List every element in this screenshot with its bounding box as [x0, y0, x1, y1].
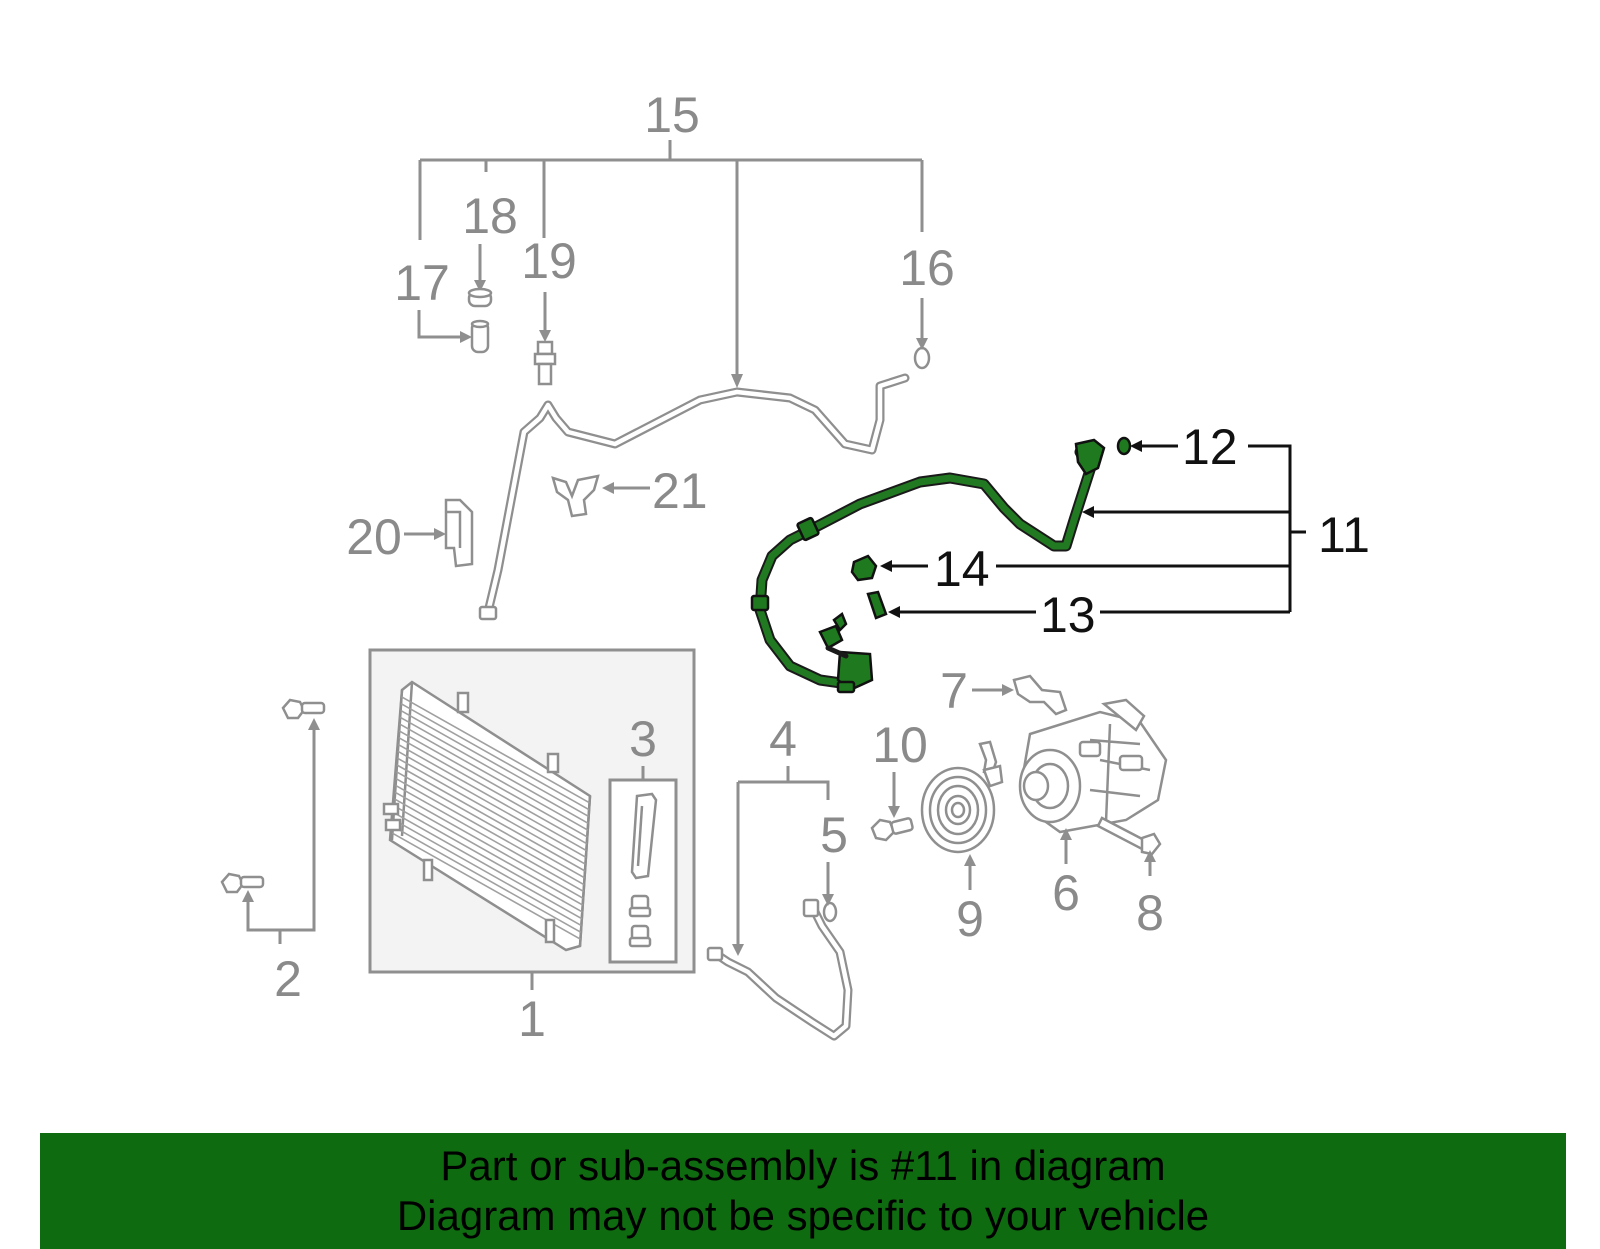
callout-15-bracket: [418, 140, 924, 388]
callout-14: 14: [934, 541, 990, 597]
liquid-line-15: [478, 373, 910, 621]
callout-19: 19: [521, 233, 577, 289]
pressure-switch-19: [533, 340, 557, 386]
o-ring-16: [913, 346, 931, 370]
clutch-9: [920, 740, 1004, 854]
bolt-8: [1096, 816, 1162, 856]
callout-11: 11: [1318, 507, 1370, 563]
callout-7: 7: [940, 663, 968, 719]
compressor-6: [1018, 698, 1168, 834]
callout-3: 3: [629, 711, 657, 767]
callout-9: 9: [956, 891, 984, 947]
parts-diagram: 15 18 17 19 16 21 20: [220, 87, 1370, 1047]
valve-core-13: [866, 590, 888, 620]
o-ring-5: [822, 901, 838, 923]
banner-line-2: Diagram may not be specific to your vehi…: [396, 1192, 1210, 1239]
leader-4: [736, 766, 830, 946]
bolt-2-lower: [220, 872, 265, 894]
leader-17: [417, 310, 462, 339]
callout-5: 5: [820, 807, 848, 863]
bracket-7: [1012, 674, 1068, 716]
callout-6: 6: [1052, 865, 1080, 921]
callout-18: 18: [462, 188, 518, 244]
cap-18: [467, 287, 493, 308]
callout-15: 15: [644, 87, 700, 143]
callout-8: 8: [1136, 885, 1164, 941]
suction-hose-11: [750, 438, 1106, 694]
receiver-kit-3: [608, 778, 678, 964]
discharge-line-4: [706, 898, 853, 1041]
callout-4: 4: [769, 711, 797, 767]
callout-16: 16: [899, 240, 955, 296]
leader-2: [246, 728, 316, 944]
cap-17: [470, 319, 490, 354]
bolt-2-upper: [281, 698, 326, 720]
callout-1: 1: [518, 991, 546, 1047]
bracket-20: [444, 498, 474, 568]
o-ring-12: [1116, 436, 1132, 456]
callout-13: 13: [1040, 587, 1096, 643]
banner-line-1: Part or sub-assembly is #11 in diagram: [440, 1142, 1166, 1189]
callout-12: 12: [1182, 419, 1238, 475]
callout-21: 21: [652, 463, 708, 519]
leader-11: [996, 444, 1306, 614]
callout-17: 17: [394, 255, 450, 311]
clamp-21: [551, 474, 600, 518]
callout-20: 20: [346, 509, 402, 565]
valve-cap-14: [850, 554, 878, 582]
callout-2: 2: [274, 951, 302, 1007]
notice-banner: Part or sub-assembly is #11 in diagram D…: [40, 1133, 1566, 1249]
callout-10: 10: [872, 717, 928, 773]
bolt-10: [870, 817, 914, 842]
